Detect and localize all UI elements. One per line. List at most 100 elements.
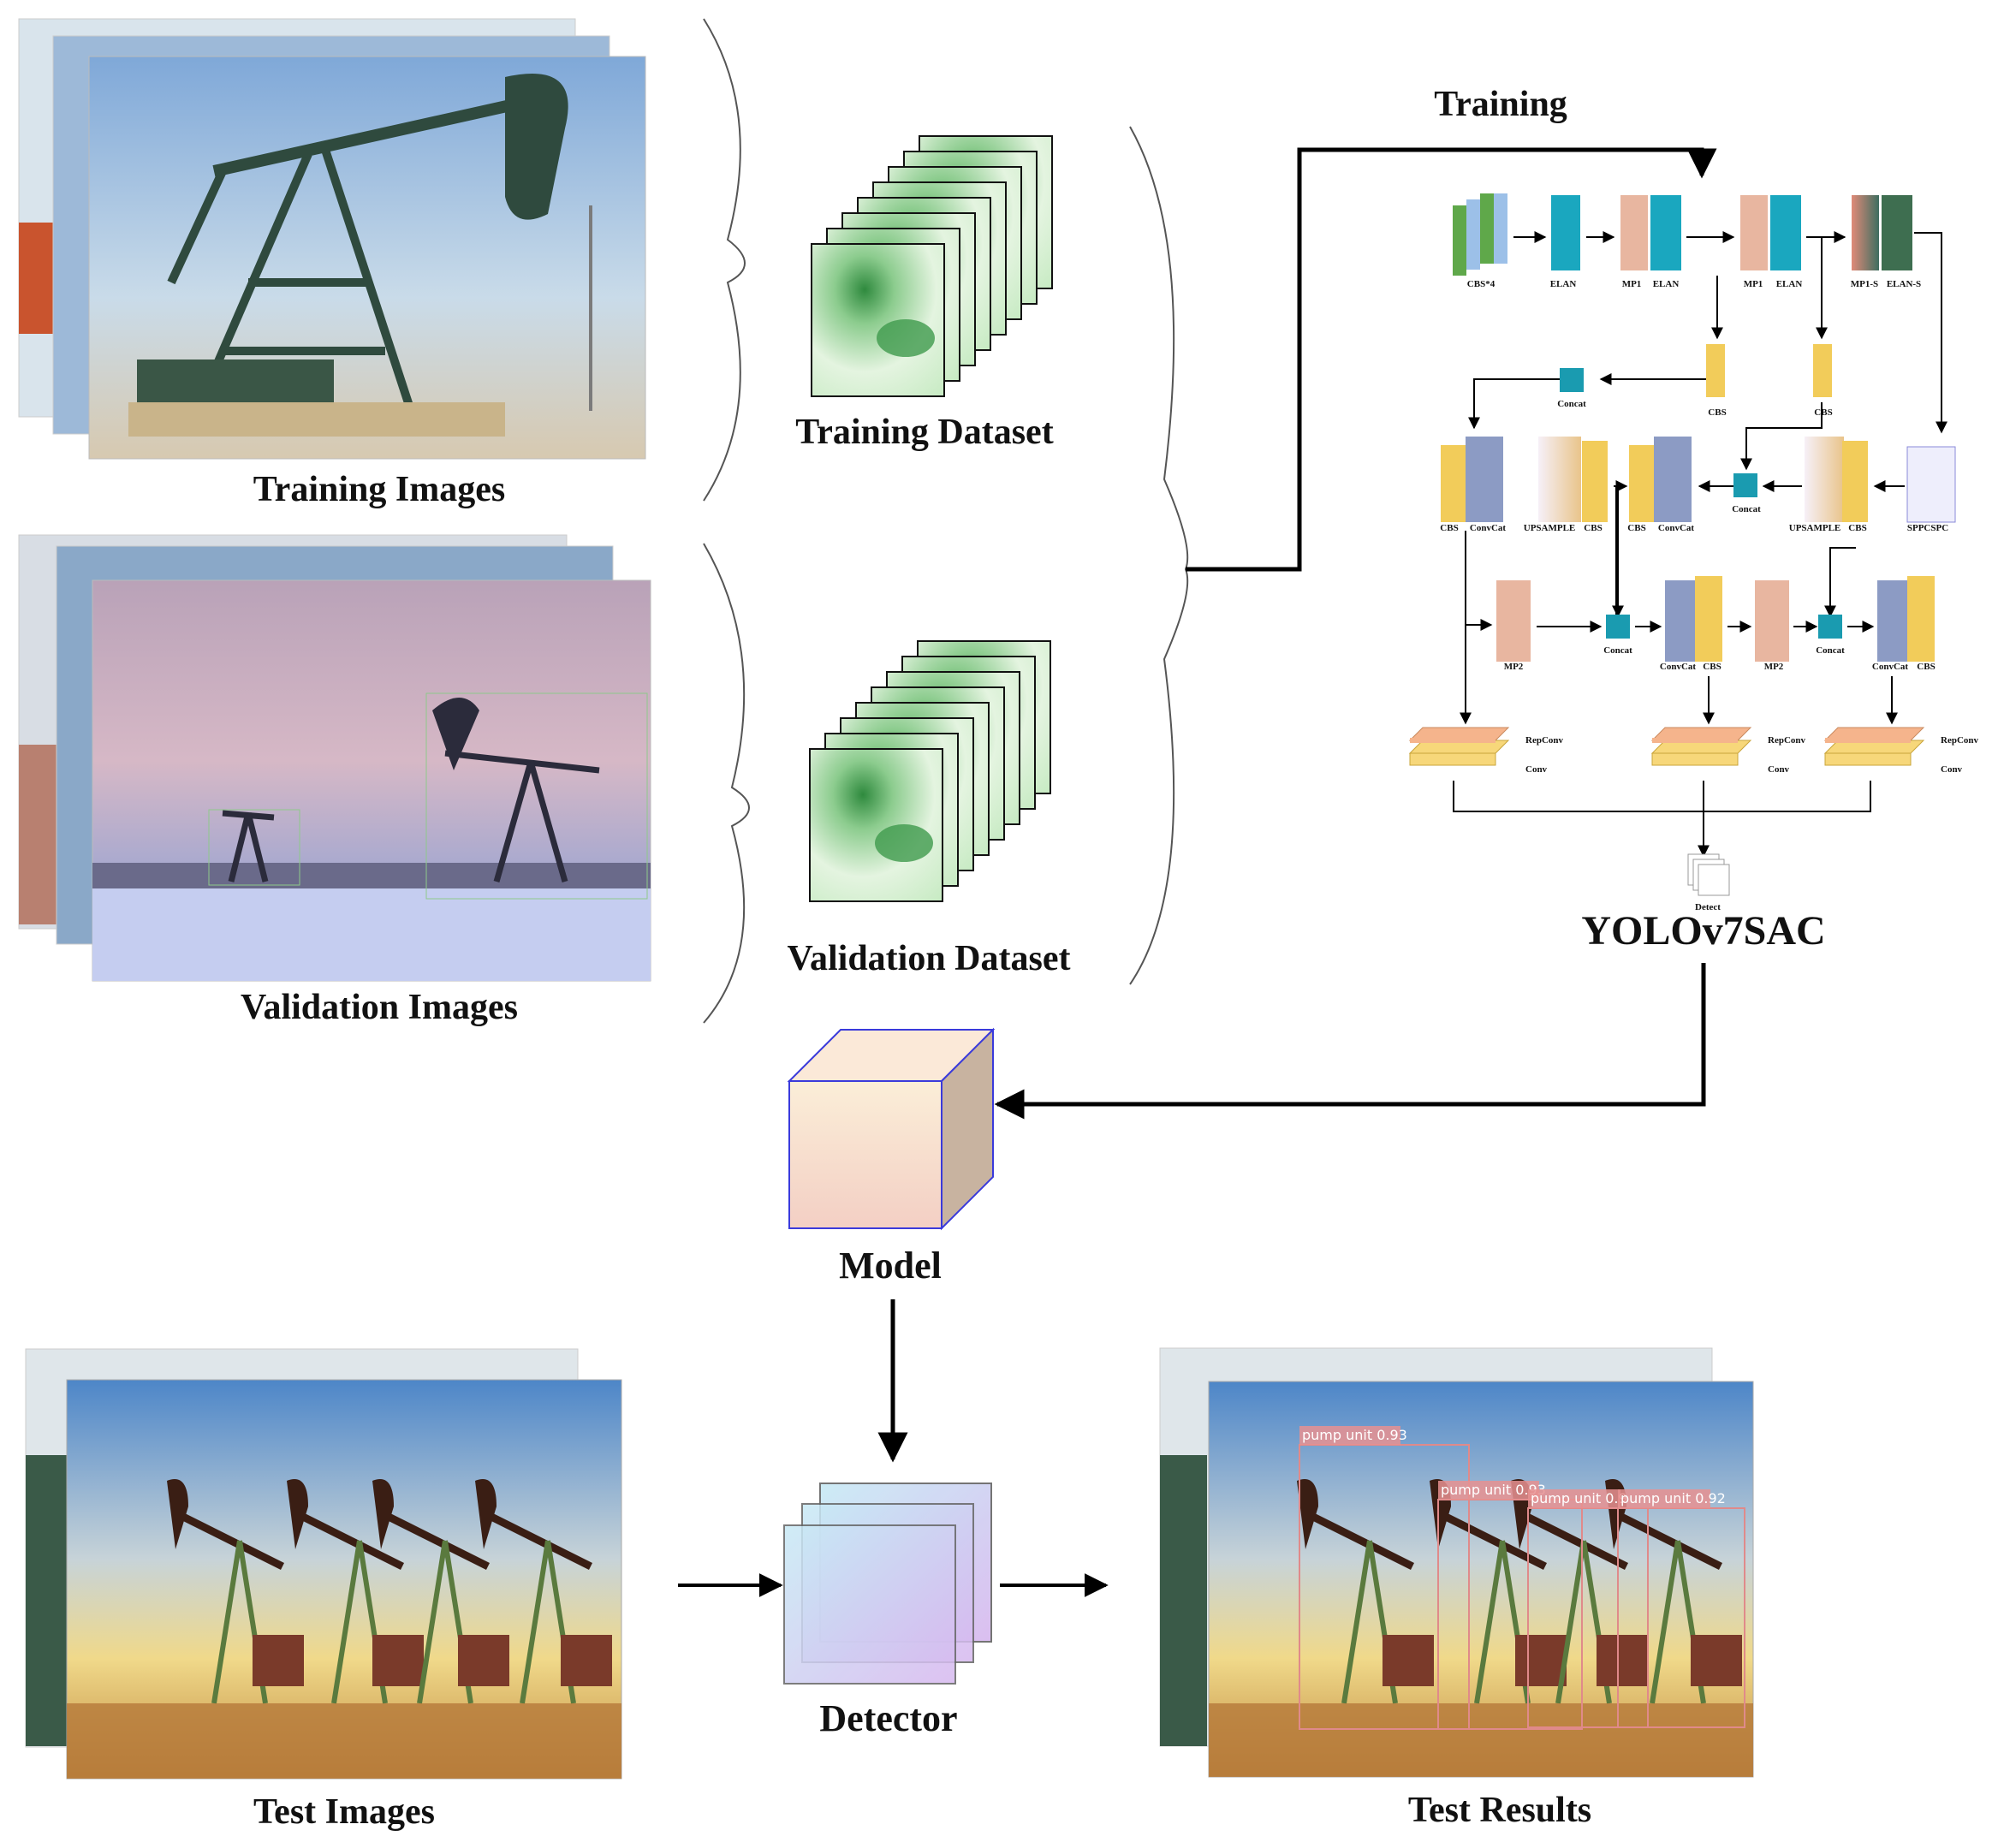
heatmap-blob [875, 824, 933, 862]
concat-label: Concat [1603, 645, 1632, 656]
detector-caption: Detector [819, 1697, 957, 1739]
concat-label: Concat [1732, 504, 1761, 514]
pump-jack-icon [372, 1479, 509, 1704]
cbs-label: CBS [1627, 523, 1645, 533]
mp1-block [1740, 195, 1768, 270]
mp1-s-label: MP1-S [1851, 279, 1878, 289]
mp1-block [1620, 195, 1648, 270]
detection-box: pump unit 0.92 [1617, 1489, 1745, 1728]
detection-label: pump unit 0.92 [1620, 1490, 1726, 1506]
training-images-stack [18, 18, 646, 460]
cbs-block [1706, 344, 1725, 397]
cbs-label: CBS [1848, 523, 1866, 533]
model-name-caption: YOLOv7SAC [1581, 908, 1825, 954]
mp1-s-block [1852, 195, 1879, 270]
repconv-label: RepConv [1941, 735, 1979, 746]
cbs-label: CBS [1440, 523, 1458, 533]
brace-datasets [1129, 126, 1189, 985]
validation-images-caption: Validation Images [241, 988, 518, 1027]
validation-dataset-caption: Validation Dataset [788, 939, 1071, 978]
cbs4-label: CBS*4 [1467, 279, 1496, 289]
detection-box: pump unit 0.93 [1437, 1481, 1583, 1730]
upsample-label: UPSAMPLE [1789, 523, 1841, 533]
cbs-label: CBS [1703, 662, 1721, 672]
repconv-label: RepConv [1525, 735, 1564, 746]
repconv-label: RepConv [1768, 735, 1806, 746]
training-images-caption: Training Images [253, 470, 505, 509]
training-dataset-caption: Training Dataset [795, 413, 1053, 452]
pump-jack-icon [1297, 1479, 1434, 1704]
cbs-label: CBS [1814, 407, 1832, 418]
elan-block [1551, 195, 1580, 270]
elan-s-label: ELAN-S [1887, 279, 1921, 289]
sppcspc-label: SPPCSPC [1907, 523, 1948, 533]
conv-label: Conv [1941, 764, 1963, 775]
test-images-stack [25, 1348, 622, 1780]
elan-label: ELAN [1776, 279, 1803, 289]
training-label: Training [1434, 85, 1567, 124]
elan-label: ELAN [1550, 279, 1577, 289]
concat-block [1733, 473, 1757, 497]
validation-images-stack [18, 534, 651, 982]
validation-dataset-stack [809, 640, 1051, 902]
test-images-caption: Test Images [253, 1792, 435, 1832]
convcat-block [1654, 437, 1692, 522]
sppcspc-block [1906, 446, 1956, 523]
convcat-label: ConvCat [1470, 523, 1507, 533]
detector-icon [783, 1483, 992, 1685]
elan-s-block [1882, 195, 1912, 270]
convcat-block [1665, 580, 1699, 662]
cbs-block [1582, 441, 1608, 522]
concat-label: Concat [1557, 399, 1586, 409]
concat-block [1606, 615, 1630, 639]
pump-jack-icon [475, 1479, 612, 1704]
model-caption: Model [839, 1245, 942, 1286]
cbs-block [1695, 576, 1722, 662]
cbs-block [1629, 445, 1656, 522]
heatmap-layer [809, 748, 943, 902]
concat-label: Concat [1816, 645, 1845, 656]
mp1-label: MP1 [1744, 279, 1763, 289]
mp2-label: MP2 [1504, 662, 1524, 672]
upsample-block [1805, 437, 1844, 522]
mp1-label: MP1 [1622, 279, 1642, 289]
brace-validation [703, 543, 750, 1024]
elan-label: ELAN [1653, 279, 1680, 289]
convcat-block [1877, 580, 1912, 662]
cbs-label: CBS [1917, 662, 1935, 672]
test-results-caption: Test Results [1408, 1791, 1591, 1830]
pump-jack-icon [287, 1479, 424, 1704]
concat-block [1560, 368, 1584, 392]
conv-label: Conv [1525, 764, 1548, 775]
conv-label: Conv [1768, 764, 1790, 775]
heatmap-layer [811, 243, 945, 397]
concat-block [1818, 615, 1842, 639]
cbs4-block [1453, 193, 1507, 276]
pump-jack-icon [167, 1479, 304, 1704]
cbs-label: CBS [1708, 407, 1726, 418]
cbs-label: CBS [1584, 523, 1602, 533]
detection-label: pump unit 0.93 [1441, 1482, 1546, 1498]
detection-label: pump unit 0.93 [1302, 1427, 1407, 1443]
mp2-label: MP2 [1764, 662, 1784, 672]
pump-jack-icon [222, 750, 600, 882]
convcat-label: ConvCat [1872, 662, 1909, 672]
upsample-block [1538, 437, 1581, 522]
cbs-block [1441, 445, 1468, 522]
cbs-block [1813, 344, 1832, 397]
upsample-label: UPSAMPLE [1524, 523, 1576, 533]
model-cube-icon [787, 1027, 996, 1231]
test-results-stack: pump unit 0.93 pump unit 0.93 pump unit 0.… [1159, 1347, 1754, 1778]
detect-block [1687, 853, 1730, 896]
mp2-block [1496, 580, 1531, 662]
yolov7sac-network: CBS*4 ELAN MP1 ELAN MP1 ELAN MP1-S ELAN-… [1408, 193, 1979, 912]
training-dataset-stack [811, 135, 1053, 397]
detection-box: pump unit 0.93 [1299, 1426, 1470, 1730]
cbs-block [1842, 441, 1868, 522]
mp2-block [1755, 580, 1789, 662]
training-arrow [1186, 147, 1717, 572]
